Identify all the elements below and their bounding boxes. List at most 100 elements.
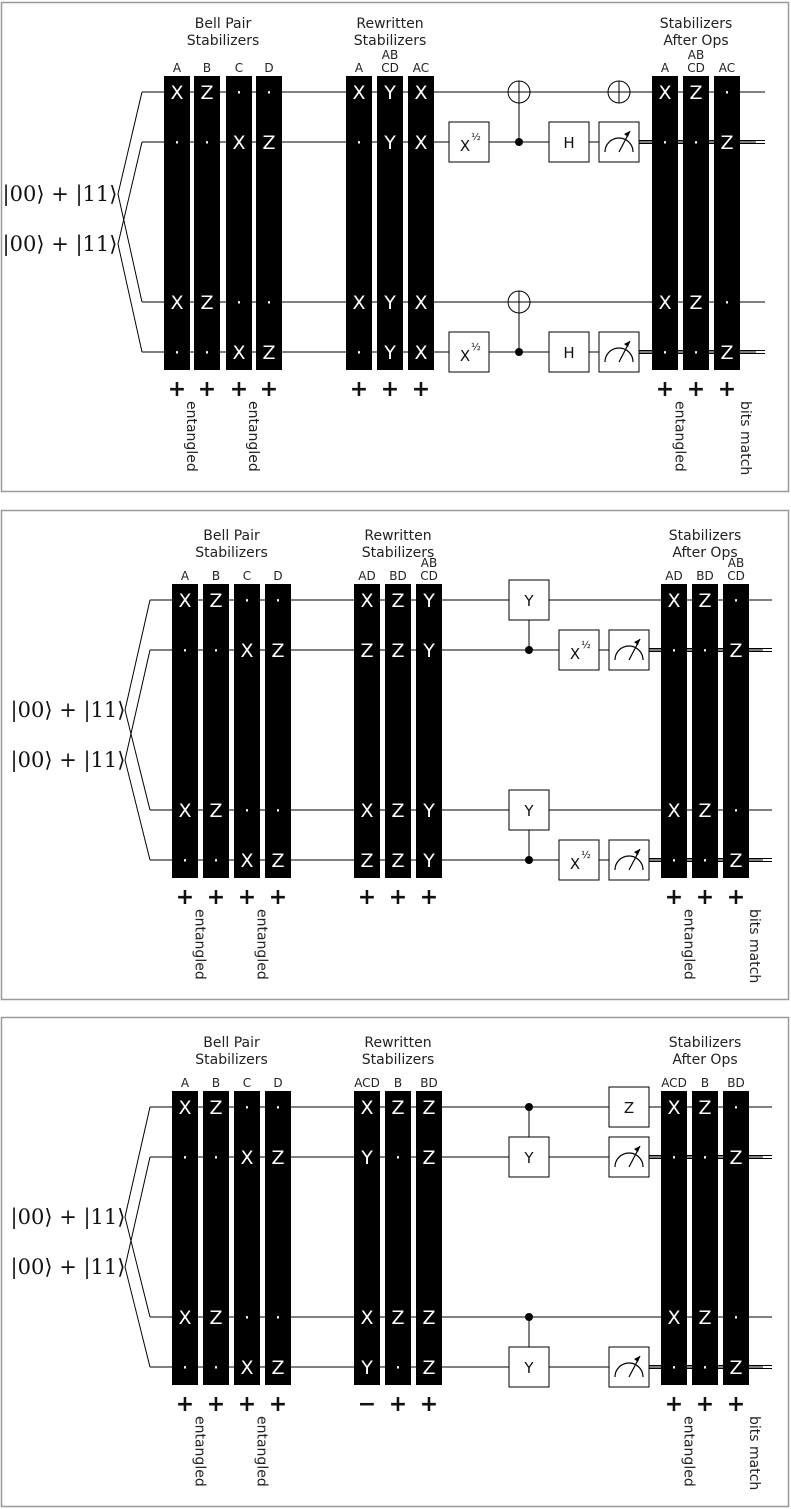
gate-box-label: ½: [581, 849, 591, 861]
gate-box-label: ½: [471, 131, 481, 143]
bell-cell: X: [240, 850, 253, 872]
rewritten-column-label: CD: [381, 61, 399, 75]
rewritten-cell: Z: [391, 640, 404, 662]
after-column: [723, 584, 749, 878]
bell-sign: +: [176, 885, 194, 910]
bell-sign: +: [269, 885, 287, 910]
note-entangled: entangled: [245, 401, 261, 472]
after-cell: X: [667, 800, 680, 822]
after-cell: ·: [702, 1147, 708, 1169]
after-column-label: CD: [687, 61, 705, 75]
bell-cell: Z: [262, 132, 275, 154]
gate-box: [448, 121, 490, 163]
meter-arc-icon: [614, 1152, 644, 1168]
rewritten-cell: Y: [383, 342, 396, 364]
rewritten-cell: Z: [422, 1357, 435, 1379]
rewritten-cell: Y: [383, 292, 396, 314]
meter-needle-tip-icon: [634, 849, 640, 855]
control-dot-icon: [525, 646, 533, 654]
bell-cell: ·: [244, 1307, 250, 1329]
after-column-label: B: [701, 1076, 709, 1090]
after-cell: ·: [733, 590, 739, 612]
rewritten-cell: Z: [422, 1097, 435, 1119]
after-cell: ·: [671, 640, 677, 662]
bell-sign: +: [260, 377, 278, 402]
after-cell: X: [667, 590, 680, 612]
bell-column: [265, 584, 291, 878]
bell-cell: ·: [213, 1357, 219, 1379]
bell-cell: ·: [174, 342, 180, 364]
note-entangled: entangled: [672, 401, 688, 472]
measurement-gate: [598, 121, 640, 163]
bell-column-label: A: [173, 61, 182, 75]
bell-cell: ·: [275, 800, 281, 822]
fan-line: [124, 649, 151, 761]
control-dot-icon: [515, 138, 523, 146]
gate-box-label: X: [570, 855, 580, 873]
after-cell: Z: [698, 800, 711, 822]
rewritten-sign: −: [358, 1392, 376, 1417]
note-bits-match: bits match: [746, 1416, 762, 1490]
bell-cell: ·: [182, 850, 188, 872]
after-cell: ·: [702, 1357, 708, 1379]
after-sign: +: [665, 885, 683, 910]
fan-line: [117, 91, 143, 195]
after-title: Stabilizers: [669, 1035, 742, 1051]
bell-cell: X: [178, 1097, 191, 1119]
rewritten-cell: Z: [391, 590, 404, 612]
note-entangled: entangled: [192, 1416, 208, 1487]
after-column: [683, 76, 709, 370]
bell-cell: X: [240, 640, 253, 662]
panel-2: |00⟩ + |11⟩|00⟩ + |11⟩Bell PairStabilize…: [0, 509, 790, 1001]
bell-sign: +: [238, 885, 256, 910]
after-cell: Z: [698, 590, 711, 612]
bell-cell: ·: [236, 292, 242, 314]
rewritten-cell: X: [414, 132, 427, 154]
after-cell: ·: [702, 640, 708, 662]
meter-needle-tip-icon: [634, 1146, 640, 1152]
after-cell: X: [658, 82, 671, 104]
bell-cell: ·: [275, 1307, 281, 1329]
bell-cell: X: [240, 1357, 253, 1379]
bell-cell: ·: [244, 800, 250, 822]
after-cell: ·: [671, 1357, 677, 1379]
gate-box-label: H: [563, 134, 574, 152]
rewritten-column-label: A: [355, 61, 364, 75]
bell-column-label: D: [273, 1076, 282, 1090]
rewritten-cell: Z: [360, 640, 373, 662]
bell-title: Stabilizers: [187, 33, 260, 49]
controlled-gate-box-label: Y: [523, 1149, 534, 1167]
rewritten-cell: Y: [422, 850, 435, 872]
bell-title: Bell Pair: [203, 1035, 260, 1051]
bell-cell: X: [170, 82, 183, 104]
bell-column: [172, 584, 198, 878]
gate-box-label: ½: [581, 639, 591, 651]
after-sign: +: [696, 1392, 714, 1417]
panel-border: [0, 509, 790, 1001]
after-sign: +: [665, 1392, 683, 1417]
after-cell: Z: [689, 292, 702, 314]
rewritten-cell: ·: [356, 342, 362, 364]
rewritten-sign: +: [412, 377, 430, 402]
meter-arc-icon: [614, 1362, 644, 1378]
rewritten-cell: Z: [360, 850, 373, 872]
rewritten-column: [354, 584, 380, 878]
bell-column: [234, 584, 260, 878]
control-dot-icon: [525, 856, 533, 864]
rewritten-column-label: BD: [389, 569, 406, 583]
after-sign: +: [718, 377, 736, 402]
bell-column: [265, 1091, 291, 1385]
after-cell: Z: [720, 132, 733, 154]
fan-line: [124, 599, 151, 711]
fan-line: [124, 759, 151, 861]
gate-box-label: X: [460, 347, 470, 365]
fan-line: [124, 1216, 151, 1318]
after-column-label: AB: [728, 556, 744, 570]
fan-line: [117, 141, 143, 245]
after-cell: ·: [693, 342, 699, 364]
controlled-gate-box-label: Y: [523, 1359, 534, 1377]
gate-box-label: X: [460, 137, 470, 155]
bell-cell: ·: [275, 590, 281, 612]
rewritten-column: [377, 76, 403, 370]
bell-cell: ·: [204, 342, 210, 364]
